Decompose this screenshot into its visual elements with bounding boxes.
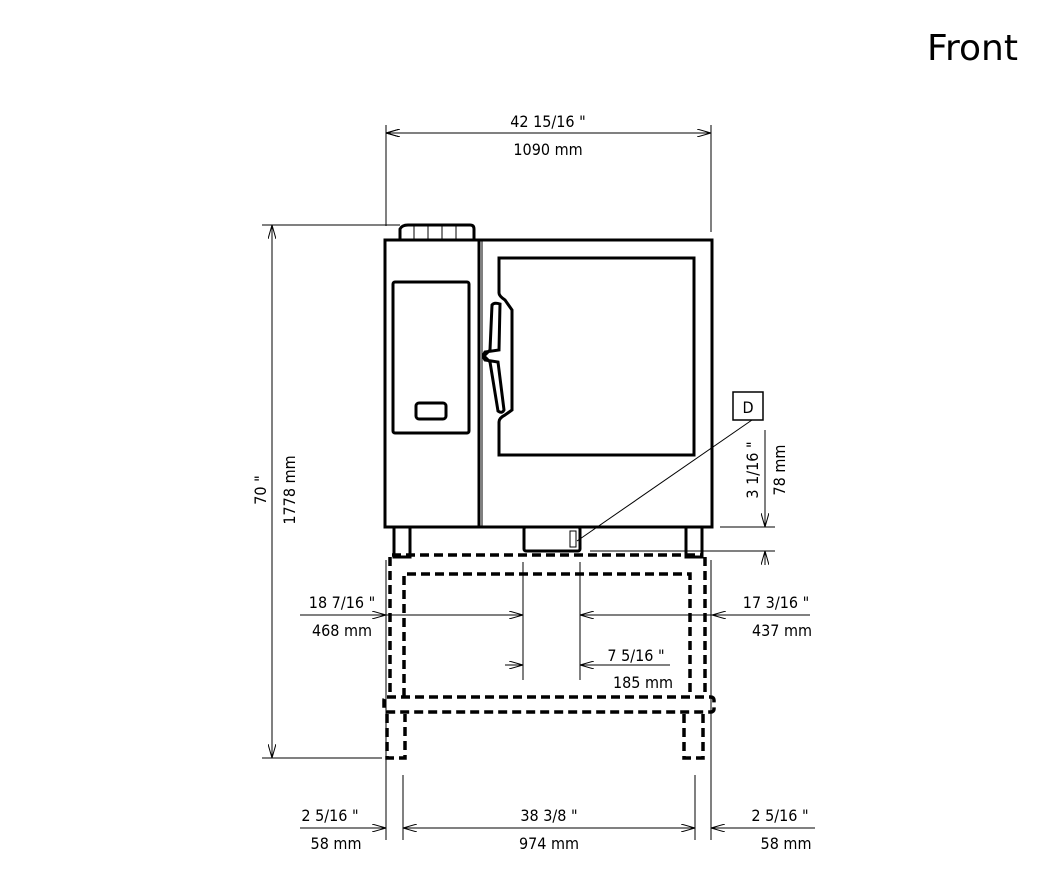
drain-height-mm: 78 mm <box>770 445 789 496</box>
foot-left <box>392 525 412 559</box>
door-handle <box>481 301 506 414</box>
left-leg-offset-in: 2 5/16 " <box>301 806 358 825</box>
callout-label: D <box>742 398 753 417</box>
left-leg-offset-mm: 58 mm <box>311 834 362 853</box>
control-knobs <box>398 223 476 240</box>
oven-unit <box>383 223 714 559</box>
drain-height-in: 3 1/16 " <box>743 441 762 498</box>
door-window <box>497 256 696 457</box>
right-leg-offset-in: 2 5/16 " <box>751 806 808 825</box>
callout-leader <box>576 419 753 542</box>
stand-outline <box>382 553 716 760</box>
leg-left <box>385 714 407 760</box>
overall-height-mm: 1778 mm <box>280 455 299 524</box>
drain-width-in: 7 5/16 " <box>607 646 664 665</box>
overall-height-in: 70 " <box>251 475 270 505</box>
foot-right <box>684 525 704 559</box>
drain-width-mm: 185 mm <box>613 673 673 692</box>
leg-right <box>682 714 705 760</box>
right-to-drain-mm: 437 mm <box>752 621 812 640</box>
right-to-drain-in: 17 3/16 " <box>743 593 809 612</box>
right-leg-offset-mm: 58 mm <box>761 834 812 853</box>
overall-width-in: 42 15/16 " <box>510 112 586 131</box>
control-panel <box>391 280 471 435</box>
leg-span-in: 38 3/8 " <box>520 806 577 825</box>
view-title: Front <box>927 28 1018 69</box>
overall-width-mm: 1090 mm <box>513 140 582 159</box>
leg-span-mm: 974 mm <box>519 834 579 853</box>
display-window <box>414 401 448 421</box>
callout-box <box>732 391 764 421</box>
left-to-drain-mm: 468 mm <box>312 621 372 640</box>
left-to-drain-in: 18 7/16 " <box>309 593 375 612</box>
